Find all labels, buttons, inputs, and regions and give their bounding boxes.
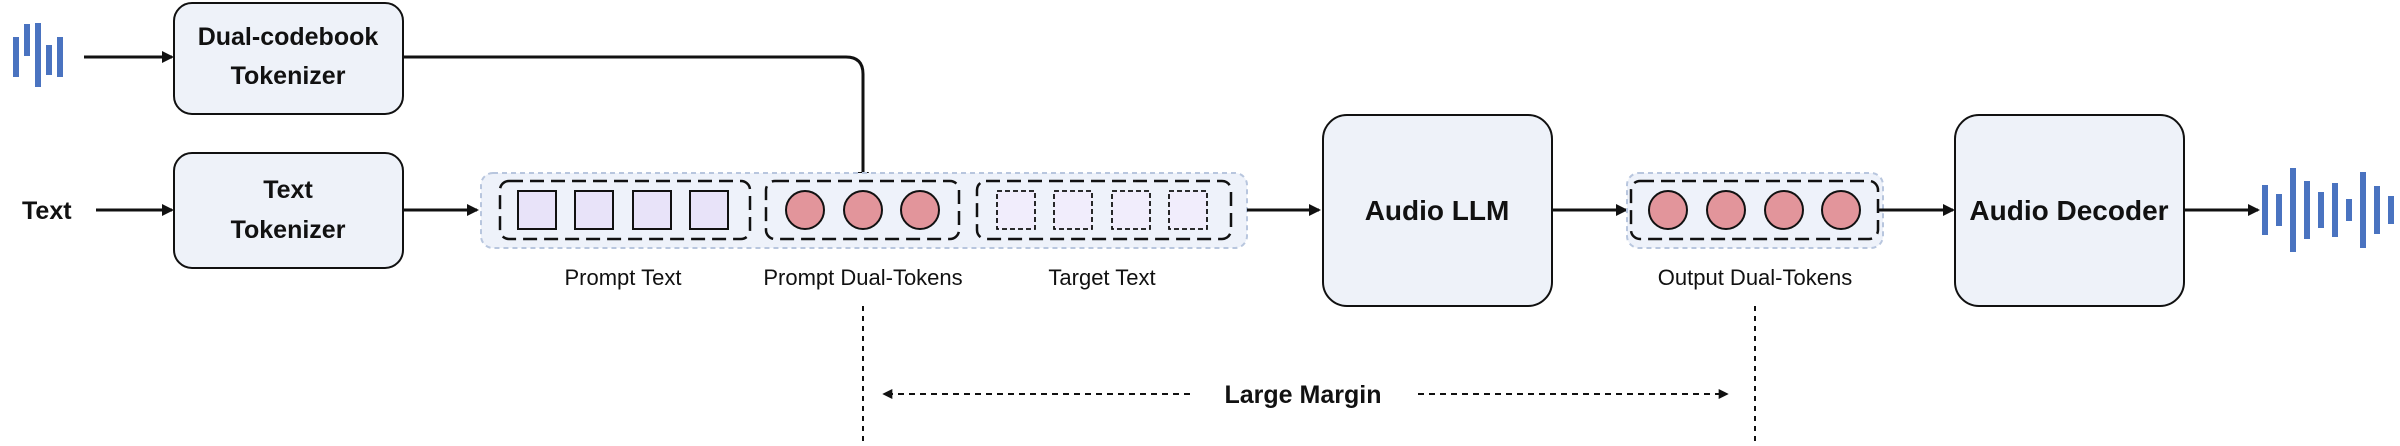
text-tokenizer-label-line1: Text bbox=[263, 176, 313, 204]
output-dual-token bbox=[1706, 190, 1746, 230]
prompt-dual-token-group bbox=[764, 179, 961, 241]
audio-decoder-label: Audio Decoder bbox=[1969, 195, 2168, 226]
output-dual-token bbox=[1764, 190, 1804, 230]
prompt-text-token-group bbox=[498, 179, 752, 241]
output-waveform-icon bbox=[2262, 168, 2394, 252]
audio-llm-label: Audio LLM bbox=[1365, 195, 1510, 226]
prompt-text-token bbox=[574, 190, 614, 230]
dual-codebook-tokenizer-label-line2: Tokenizer bbox=[231, 62, 346, 90]
prompt-text-token bbox=[689, 190, 729, 230]
output-dual-token-group bbox=[1629, 179, 1880, 241]
prompt-text-caption: Prompt Text bbox=[565, 265, 682, 290]
target-text-token bbox=[1168, 190, 1208, 230]
target-text-token bbox=[1111, 190, 1151, 230]
target-text-caption: Target Text bbox=[1048, 265, 1155, 290]
text-input-label: Text bbox=[22, 197, 72, 225]
target-text-token-group bbox=[975, 179, 1233, 241]
prompt-dual-token bbox=[785, 190, 825, 230]
text-tokenizer-box: Text Tokenizer bbox=[173, 152, 404, 269]
dual-codebook-tokenizer-label-line1: Dual-codebook bbox=[198, 23, 379, 51]
target-text-token bbox=[1053, 190, 1093, 230]
prompt-dual-token bbox=[900, 190, 940, 230]
prompt-text-token bbox=[632, 190, 672, 230]
audio-decoder-box: Audio Decoder bbox=[1954, 114, 2185, 307]
audio-llm-box: Audio LLM bbox=[1322, 114, 1553, 307]
prompt-text-token bbox=[517, 190, 557, 230]
text-tokenizer-label-line2: Tokenizer bbox=[231, 216, 346, 244]
dual-codebook-tokenizer-box: Dual-codebook Tokenizer bbox=[173, 2, 404, 115]
prompt-dual-token bbox=[843, 190, 883, 230]
large-margin-label: Large Margin bbox=[1225, 381, 1382, 409]
target-text-token bbox=[996, 190, 1036, 230]
prompt-dual-tokens-caption: Prompt Dual-Tokens bbox=[763, 265, 962, 290]
input-waveform-icon bbox=[13, 23, 63, 87]
output-dual-tokens-caption: Output Dual-Tokens bbox=[1658, 265, 1852, 290]
output-dual-token bbox=[1648, 190, 1688, 230]
output-dual-token bbox=[1821, 190, 1861, 230]
dual-tokenizer-to-prompt-tokens-arrow bbox=[403, 55, 869, 184]
output-sequence-container bbox=[1626, 172, 1884, 249]
